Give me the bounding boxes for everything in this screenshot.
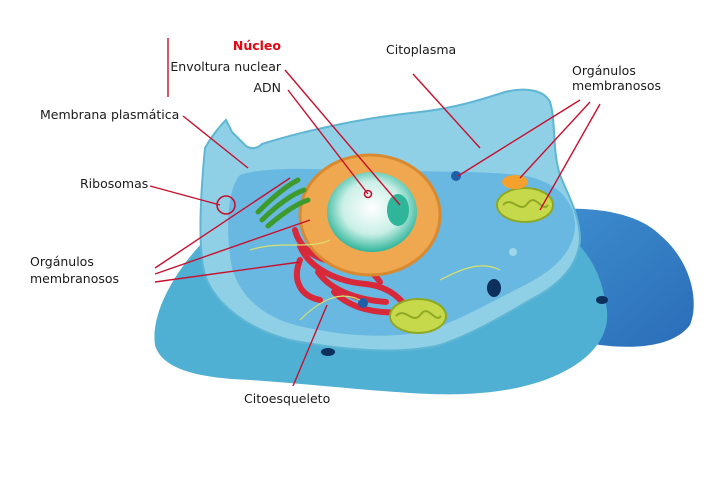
cytoskeleton-filaments <box>249 239 501 321</box>
label-organulos-left-1: Orgánulos <box>30 254 94 269</box>
membrane-pore <box>321 348 335 356</box>
label-citoplasma: Citoplasma <box>386 42 456 57</box>
mitochondrion-bottom <box>389 298 447 334</box>
dna-marker <box>363 189 373 199</box>
mitochondrion-right <box>496 187 554 223</box>
leader-lines <box>149 38 601 387</box>
label-organulos-left-2: membranosos <box>30 271 119 286</box>
nucleolus <box>387 194 409 226</box>
nucleus-interior <box>327 172 417 252</box>
label-adn: ADN <box>253 80 281 95</box>
label-ribosomas: Ribosomas <box>80 176 148 191</box>
label-envoltura-nuclear: Envoltura nuclear <box>170 59 281 74</box>
vesicle <box>509 248 517 256</box>
label-nucleo: Núcleo <box>233 38 282 53</box>
label-organulos-right-1: Orgánulos <box>572 63 636 78</box>
label-citoesqueleto: Citoesqueleto <box>244 391 330 406</box>
organelle-orange <box>502 175 528 189</box>
vesicle <box>358 298 368 308</box>
label-membrana-plasmatica: Membrana plasmática <box>40 107 179 122</box>
label-organulos-right-2: membranosos <box>572 78 661 93</box>
membrane-pore <box>596 296 608 304</box>
ribosome-marker <box>216 195 236 215</box>
membrane-pore <box>487 279 501 297</box>
golgi-apparatus <box>255 177 311 229</box>
vesicle <box>451 171 461 181</box>
